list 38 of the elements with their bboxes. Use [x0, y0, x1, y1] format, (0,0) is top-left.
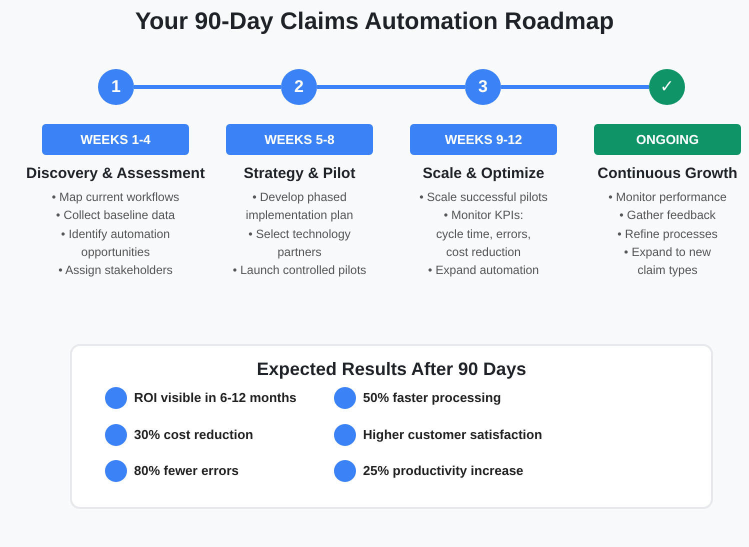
bullet-point: • Map current workflows	[52, 189, 180, 206]
bullet-point: • Scale successful pilots	[419, 189, 548, 206]
phase-heading: Scale & Optimize	[422, 164, 544, 184]
result-text: Higher customer satisfaction	[363, 427, 542, 443]
bullet-point: • Monitor performance	[608, 189, 727, 206]
phase-heading: Continuous Growth	[598, 164, 738, 184]
results-heading: Expected Results After 90 Days	[256, 358, 526, 380]
bullet-point: • Monitor KPIs: cycle time, errors, cost reduction	[435, 207, 532, 261]
step-number-circle: 2	[281, 69, 317, 105]
bullet-point: • Gather feedback	[619, 207, 716, 224]
step-number-circle: ✓	[649, 69, 685, 105]
bullet-point: • Refine processes	[617, 226, 718, 243]
result-text: ROI visible in 6-12 months	[134, 390, 297, 406]
result-text: 25% productivity increase	[363, 463, 524, 479]
bullet-point: • Launch controlled pilots	[232, 262, 366, 280]
result-text: 50% faster processing	[363, 390, 502, 406]
phase-heading: Discovery & Assessment	[26, 164, 205, 184]
phase-heading: Strategy & Pilot	[244, 164, 356, 184]
bullet-point: • Expand automation	[428, 262, 539, 280]
diagram-title: Your 90-Day Claims Automation Roadmap	[135, 8, 614, 35]
bullet-point: • Collect baseline data	[56, 207, 175, 224]
bullet-point: • Assign stakeholders	[58, 262, 173, 280]
bullet-point: • Expand to new claim types	[623, 244, 712, 280]
bullet-point: • Develop phased implementation plan	[244, 189, 354, 224]
step-number-circle: 1	[98, 69, 134, 105]
week-badge: WEEKS 9-12	[410, 124, 557, 155]
connector-line	[134, 85, 281, 89]
bullet-point: • Identify automation opportunities	[60, 226, 171, 261]
result-text: 80% fewer errors	[134, 463, 239, 479]
step-number-circle: 3	[465, 69, 501, 105]
week-badge: ONGOING	[594, 124, 741, 155]
week-badge: WEEKS 5-8	[226, 124, 373, 155]
bullet-point: • Select technology partners	[247, 226, 352, 261]
result-text: 30% cost reduction	[134, 427, 254, 443]
results-panel	[70, 344, 713, 509]
connector-line	[501, 85, 649, 89]
week-badge: WEEKS 1-4	[42, 124, 189, 155]
connector-line	[317, 85, 465, 89]
